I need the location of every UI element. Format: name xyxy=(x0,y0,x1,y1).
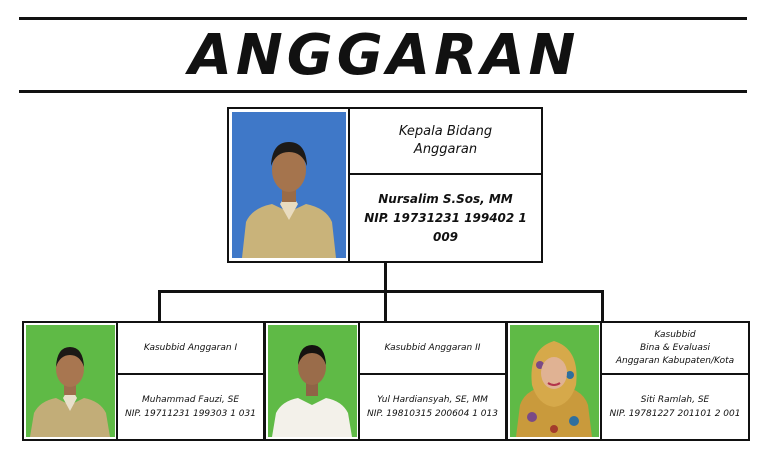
photo-divider xyxy=(600,323,602,439)
connector-trunk xyxy=(384,263,387,293)
subordinate-position-cell: Kasubbid Anggaran II xyxy=(360,323,505,373)
subordinate-identity-cell: Muhammad Fauzi, SE NIP. 19711231 199303 … xyxy=(118,375,263,439)
connector-drop-left xyxy=(158,290,161,321)
subordinate-photo xyxy=(510,325,599,437)
head-card: Kepala Bidang Anggaran Nursalim S.Sos, M… xyxy=(227,107,543,263)
subordinate-position-cell: Kasubbid Bina & Evaluasi Anggaran Kabupa… xyxy=(602,323,748,373)
subordinate-position-cell: Kasubbid Anggaran I xyxy=(118,323,263,373)
bottom-rule xyxy=(19,90,747,93)
person-silhouette-icon xyxy=(268,325,357,437)
subordinate-name: Yul Hardiansyah, SE, MM xyxy=(377,395,488,405)
page-title: ANGGARAN xyxy=(188,23,580,88)
head-photo xyxy=(232,112,346,258)
subordinate-card: Kasubbid Bina & Evaluasi Anggaran Kabupa… xyxy=(506,321,750,441)
subordinate-nip: NIP. 19781227 201101 2 001 xyxy=(609,409,741,419)
position-line: Kasubbid Anggaran I xyxy=(143,342,238,353)
subordinate-identity-cell: Siti Ramlah, SE NIP. 19781227 201101 2 0… xyxy=(602,375,748,439)
photo-divider xyxy=(116,323,118,439)
photo-divider xyxy=(358,323,360,439)
subordinate-nip: NIP. 19810315 200604 1 013 xyxy=(367,409,498,419)
row-divider xyxy=(118,373,263,375)
head-name: Nursalim S.Sos, MM xyxy=(378,191,513,206)
position-line: Anggaran Kabupaten/Kota xyxy=(615,355,735,366)
head-identity-cell: Nursalim S.Sos, MM NIP. 19731231 199402 … xyxy=(350,175,541,261)
subordinate-nip: NIP. 19711231 199303 1 031 xyxy=(125,409,256,419)
person-silhouette-icon xyxy=(232,112,346,258)
subordinate-identity-cell: Yul Hardiansyah, SE, MM NIP. 19810315 20… xyxy=(360,375,505,439)
subordinate-photo xyxy=(268,325,357,437)
head-row-divider xyxy=(350,173,541,175)
connector-drop-middle xyxy=(384,290,387,321)
head-position-cell: Kepala Bidang Anggaran xyxy=(350,109,541,173)
position-line: Kasubbid Anggaran II xyxy=(384,342,481,353)
top-rule xyxy=(19,17,747,20)
head-position-line: Anggaran xyxy=(413,142,478,157)
subordinate-card: Kasubbid Anggaran I Muhammad Fauzi, SE N… xyxy=(22,321,265,441)
row-divider xyxy=(602,373,748,375)
subordinate-card: Kasubbid Anggaran II Yul Hardiansyah, SE… xyxy=(264,321,507,441)
head-position-line: Kepala Bidang xyxy=(398,124,493,139)
head-nip: NIP. 19731231 199402 1 009 xyxy=(364,210,527,244)
head-photo-divider xyxy=(348,109,350,261)
subordinate-name: Muhammad Fauzi, SE xyxy=(141,395,240,405)
person-silhouette-icon xyxy=(26,325,115,437)
position-line: Bina & Evaluasi xyxy=(639,342,711,353)
position-line: Kasubbid xyxy=(654,329,696,340)
subordinate-name: Siti Ramlah, SE xyxy=(640,395,710,405)
person-hijab-icon xyxy=(510,325,599,437)
subordinate-photo xyxy=(26,325,115,437)
row-divider xyxy=(360,373,505,375)
connector-drop-right xyxy=(601,290,604,321)
connector-bus xyxy=(158,290,604,293)
